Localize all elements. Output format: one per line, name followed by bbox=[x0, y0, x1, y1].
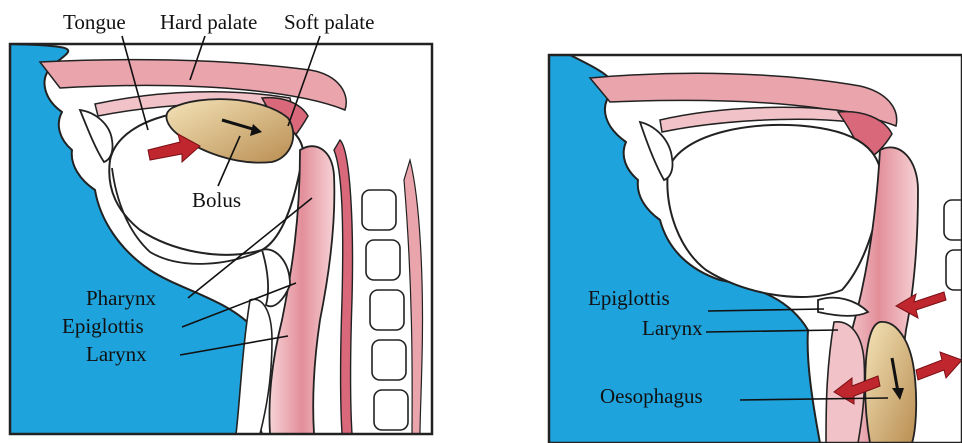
label-oesophagus: Oesophagus bbox=[600, 384, 703, 408]
label-epiglottis: Epiglottis bbox=[62, 314, 144, 338]
label-pharynx: Pharynx bbox=[86, 286, 156, 310]
label-larynx: Larynx bbox=[86, 342, 147, 366]
label-larynx-right: Larynx bbox=[642, 316, 703, 340]
label-soft-palate: Soft palate bbox=[284, 10, 374, 34]
label-bolus: Bolus bbox=[192, 188, 241, 212]
label-epiglottis-right: Epiglottis bbox=[588, 286, 670, 310]
label-tongue: Tongue bbox=[63, 10, 126, 34]
right-larynx bbox=[826, 322, 865, 443]
left-panel bbox=[10, 44, 432, 434]
label-hard-palate: Hard palate bbox=[160, 10, 257, 34]
